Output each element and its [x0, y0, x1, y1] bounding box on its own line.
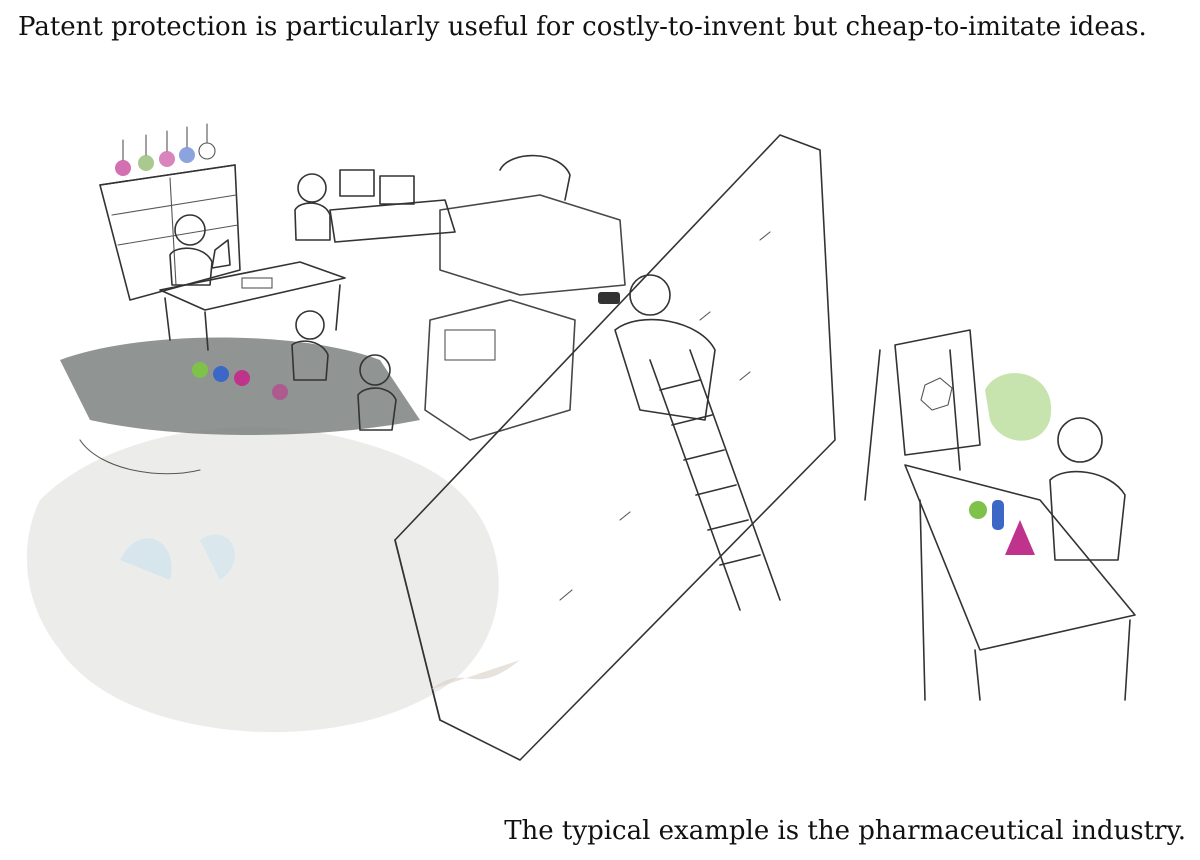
flask-icon — [969, 501, 987, 519]
scientist-flask — [294, 173, 331, 241]
spy-figure — [598, 274, 716, 421]
flask-icon — [234, 370, 250, 386]
flask-icon — [192, 362, 208, 378]
flask-icon — [272, 384, 288, 400]
chemist-desk — [904, 464, 1136, 701]
flask-icon — [198, 142, 216, 160]
scientist-microscope — [169, 214, 231, 286]
shelf-cabinet — [99, 123, 241, 301]
molecule-diagram-icon — [920, 377, 953, 411]
top-caption: Patent protection is particularly useful… — [18, 12, 1147, 42]
computer-monitor-icon — [339, 169, 415, 205]
bottom-caption: The typical example is the pharmaceutica… — [504, 816, 1186, 846]
flask-icon — [992, 500, 1004, 530]
floor-wash — [26, 337, 499, 733]
lab-machine-upper — [439, 154, 626, 296]
easel — [864, 329, 981, 501]
bench-flasks — [192, 362, 288, 400]
lab-table — [159, 261, 346, 351]
desk-flasks — [969, 500, 1035, 555]
flask-icon — [159, 151, 175, 167]
computer-desk — [329, 169, 456, 243]
flask-icon — [115, 160, 131, 176]
wall — [394, 134, 836, 761]
flask-row — [115, 123, 216, 176]
flask-icon — [213, 366, 229, 382]
lab-machine-lower — [424, 299, 576, 441]
scientist-keyboard — [357, 354, 397, 431]
scientist-sitting — [291, 310, 329, 381]
flask-icon — [1005, 520, 1035, 555]
ladder-icon — [649, 349, 781, 611]
microscope-icon — [211, 239, 231, 269]
flask-icon — [179, 147, 195, 163]
binoculars-icon — [598, 292, 620, 304]
flask-icon — [138, 155, 154, 171]
chemist-figure — [985, 373, 1126, 561]
